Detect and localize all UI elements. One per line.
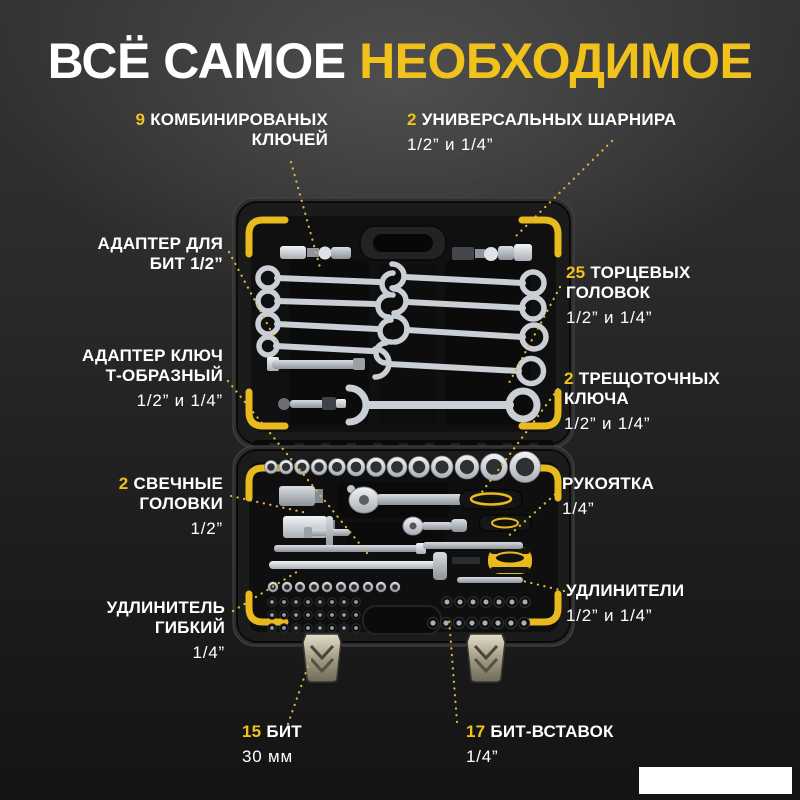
callout-title: РУКОЯТКА — [562, 474, 692, 494]
screwdriver-handle — [452, 547, 532, 574]
callout-handle-grip: РУКОЯТКА 1/4” — [562, 474, 692, 519]
universal-joint-right — [452, 244, 532, 261]
callout-label: АДАПТЕР КЛЮЧ Т-ОБРАЗНЫЙ — [81, 346, 223, 386]
callout-size: 1/2” и 1/4” — [566, 606, 653, 626]
callout-label: КОМБИНИРОВАНЫХ КЛЮЧЕЙ — [150, 110, 328, 150]
callout-number: 2 — [407, 110, 417, 129]
callout-label: СВЕЧНЫЕ ГОЛОВКИ — [133, 474, 223, 514]
watermark-box — [639, 767, 792, 794]
callout-t-adapter: АДАПТЕР КЛЮЧ Т-ОБРАЗНЫЙ 1/2” и 1/4” — [68, 346, 223, 411]
tool-case-image — [232, 197, 575, 684]
callout-extensions: УДЛИНИТЕЛИ 1/2” и 1/4” — [566, 581, 716, 626]
callout-title: АДАПТЕР ДЛЯ БИТ 1/2” — [73, 234, 223, 274]
callout-size: 30 мм — [242, 747, 294, 767]
ratchet-small — [402, 516, 467, 536]
page-title: ВСЁ САМОЕ НЕОБХОДИМОЕ — [0, 36, 800, 86]
callout-size: 1/2” и 1/4” — [566, 308, 653, 328]
title-white: ВСЁ САМОЕ — [47, 33, 347, 89]
callout-label: УНИВЕРСАЛЬНЫХ ШАРНИРА — [421, 110, 677, 129]
callout-flexible-extension: УДЛИНИТЕЛЬ ГИБКИЙ 1/4” — [100, 598, 225, 663]
callout-bit-adapter: АДАПТЕР ДЛЯ БИТ 1/2” — [73, 234, 223, 274]
callout-label: ТОРЦЕВЫХ ГОЛОВОК — [566, 263, 691, 303]
callout-number: 2 — [118, 474, 129, 493]
callout-number: 9 — [135, 110, 146, 129]
bit-inserts-grid — [426, 596, 531, 630]
callout-label: БИТ-ВСТАВОК — [490, 722, 614, 741]
callout-title: УДЛИНИТЕЛИ — [566, 581, 716, 601]
callout-number: 25 — [566, 263, 586, 282]
callout-size: 1/2” и 1/4” — [407, 135, 494, 155]
callout-label: БИТ — [266, 722, 302, 741]
callout-number: 15 — [242, 722, 262, 741]
callout-title: АДАПТЕР КЛЮЧ Т-ОБРАЗНЫЙ — [68, 346, 223, 386]
callout-size: 1/2” и 1/4” — [564, 414, 651, 434]
callout-size: 1/2” — [190, 519, 223, 539]
callout-label: ТРЕЩОТОЧНЫХ КЛЮЧА — [564, 369, 720, 409]
callout-size: 1/4” — [466, 747, 499, 767]
callout-label: УДЛИНИТЕЛИ — [566, 581, 685, 600]
callout-size: 1/4” — [562, 499, 595, 519]
callout-size: 1/2” и 1/4” — [136, 391, 223, 411]
callout-label: УДЛИНИТЕЛЬ ГИБКИЙ — [106, 598, 225, 638]
t-adapter-bar — [267, 357, 365, 371]
callout-label: АДАПТЕР ДЛЯ БИТ 1/2” — [97, 234, 223, 274]
callout-title: УДЛИНИТЕЛЬ ГИБКИЙ — [100, 598, 225, 638]
title-yellow: НЕОБХОДИМОЕ — [359, 33, 753, 89]
callout-number: 17 — [466, 722, 486, 741]
callout-size: 1/4” — [192, 643, 225, 663]
callout-number: 2 — [564, 369, 574, 388]
callout-label: РУКОЯТКА — [562, 474, 654, 493]
driver-handle — [478, 514, 532, 532]
